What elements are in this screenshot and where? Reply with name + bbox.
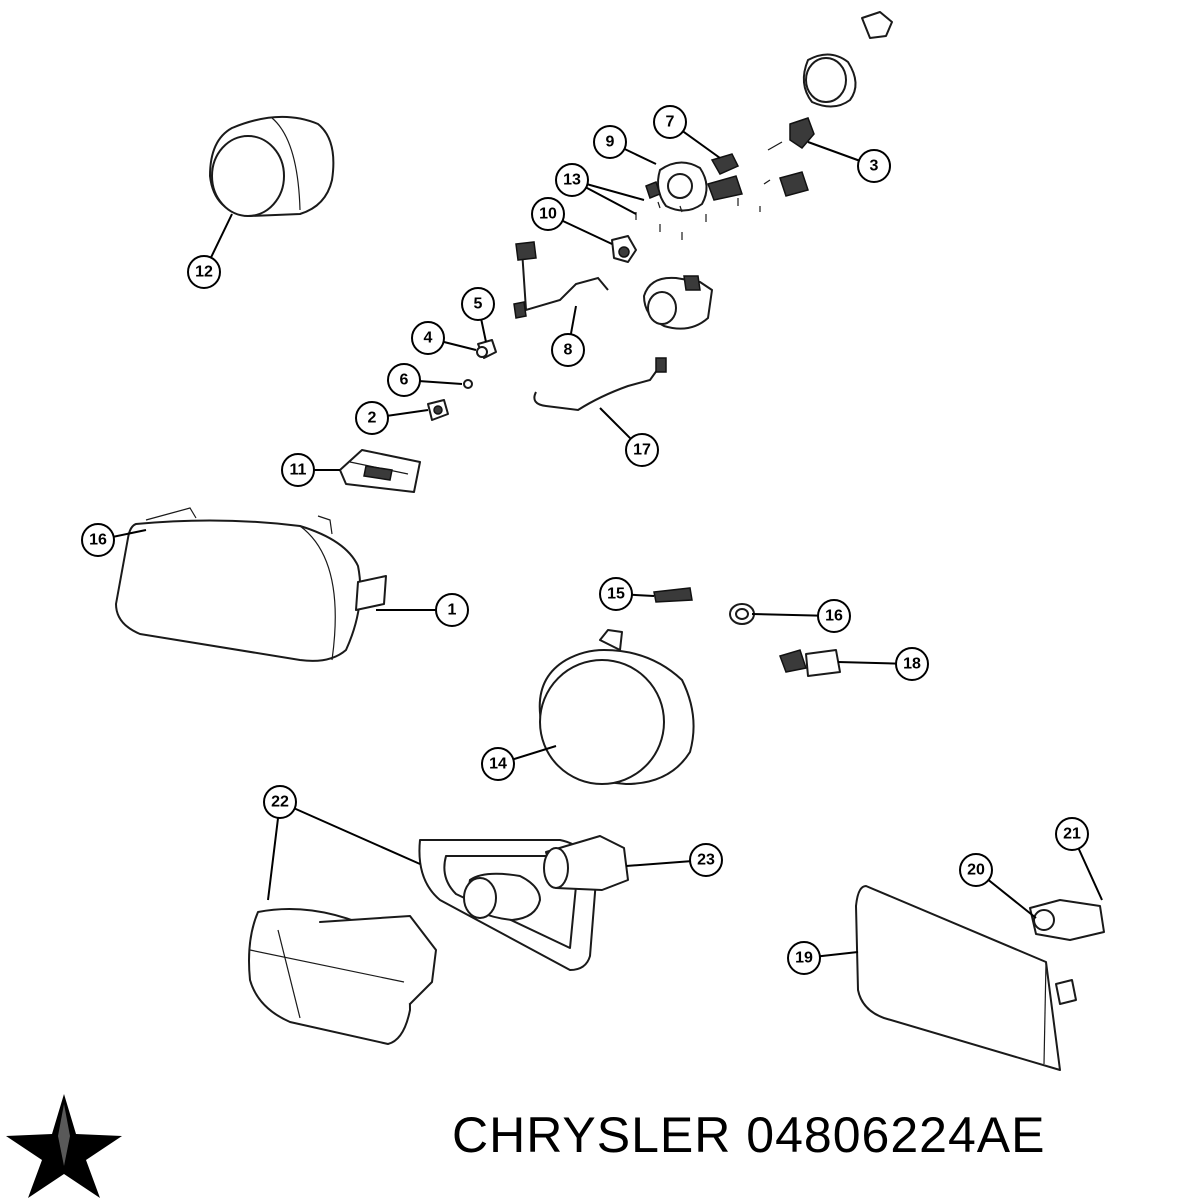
projector-module: [643, 275, 713, 330]
callout-22: 22: [263, 785, 297, 819]
callout-15: 15: [599, 577, 633, 611]
svg-text:22: 22: [271, 794, 289, 811]
part-number: 04806224AE: [746, 1107, 1046, 1163]
svg-text:20: 20: [967, 862, 985, 879]
svg-text:5: 5: [474, 296, 483, 313]
part-20-21-socket: [1029, 899, 1105, 941]
svg-text:7: 7: [666, 114, 675, 131]
svg-text:16: 16: [89, 532, 107, 549]
callout-18: 18: [895, 647, 929, 681]
part-10-socket: [611, 235, 637, 263]
part-caption: CHRYSLER 04806224AE: [452, 1106, 1192, 1164]
callout-3: 3: [857, 149, 891, 183]
callout-9: 9: [593, 125, 627, 159]
part-16-grommet: [729, 603, 755, 625]
callout-20: 20: [959, 853, 993, 887]
callout-14: 14: [481, 747, 515, 781]
part-12-reflector: [209, 115, 335, 217]
part-8-harness: [513, 241, 609, 319]
part-22-lamp: [248, 908, 437, 1045]
brand-name: CHRYSLER: [452, 1107, 732, 1163]
svg-text:14: 14: [489, 756, 507, 773]
callout-12: 12: [187, 255, 221, 289]
callout-7: 7: [653, 105, 687, 139]
part-14-fog-lamp: [538, 629, 695, 785]
svg-text:4: 4: [424, 330, 433, 347]
svg-text:12: 12: [195, 264, 213, 281]
callout-17: 17: [625, 433, 659, 467]
part-1-headlamp: [115, 507, 387, 662]
svg-text:19: 19: [795, 950, 813, 967]
callout-2: 2: [355, 401, 389, 435]
svg-text:10: 10: [539, 206, 557, 223]
part-19-marker-lens: [855, 885, 1077, 1071]
callout-23: 23: [689, 843, 723, 877]
part-11-ballast: [339, 449, 421, 493]
svg-text:6: 6: [400, 372, 409, 389]
part-18-socket: [779, 649, 841, 677]
part-17-harness: [533, 357, 667, 412]
callout-21: 21: [1055, 817, 1089, 851]
callouts: 7 9 3 13 10 12 5 4 8 6 2 17 11 16 1 15 1…: [81, 105, 1089, 975]
svg-text:18: 18: [903, 656, 921, 673]
callout-16-right: 16: [817, 599, 851, 633]
callout-19: 19: [787, 941, 821, 975]
part-9-adjuster-ring: [635, 153, 809, 240]
svg-text:21: 21: [1063, 826, 1081, 843]
callout-6: 6: [387, 363, 421, 397]
svg-text:1: 1: [448, 602, 457, 619]
part-6-clip: [463, 379, 473, 389]
callout-13: 13: [555, 163, 589, 197]
callout-11: 11: [281, 453, 315, 487]
svg-text:17: 17: [633, 442, 651, 459]
part-2-socket: [427, 399, 449, 421]
part-23-socket: [543, 835, 629, 891]
svg-text:11: 11: [290, 462, 307, 479]
svg-text:2: 2: [368, 410, 377, 427]
callout-1: 1: [435, 593, 469, 627]
part-5-4-bulb: [476, 339, 497, 359]
callout-16-left: 16: [81, 523, 115, 557]
svg-text:15: 15: [607, 586, 625, 603]
svg-text:3: 3: [870, 158, 879, 175]
callout-8: 8: [551, 333, 585, 367]
svg-text:8: 8: [564, 342, 573, 359]
callout-5: 5: [461, 287, 495, 321]
callout-4: 4: [411, 321, 445, 355]
svg-text:23: 23: [697, 852, 715, 869]
callout-10: 10: [531, 197, 565, 231]
part-3-bulb-assembly: [767, 11, 893, 151]
svg-text:13: 13: [563, 172, 581, 189]
part-15-adjuster: [653, 587, 693, 603]
chrysler-star-logo-icon: [6, 1094, 122, 1198]
svg-text:9: 9: [606, 134, 615, 151]
svg-text:16: 16: [825, 608, 843, 625]
